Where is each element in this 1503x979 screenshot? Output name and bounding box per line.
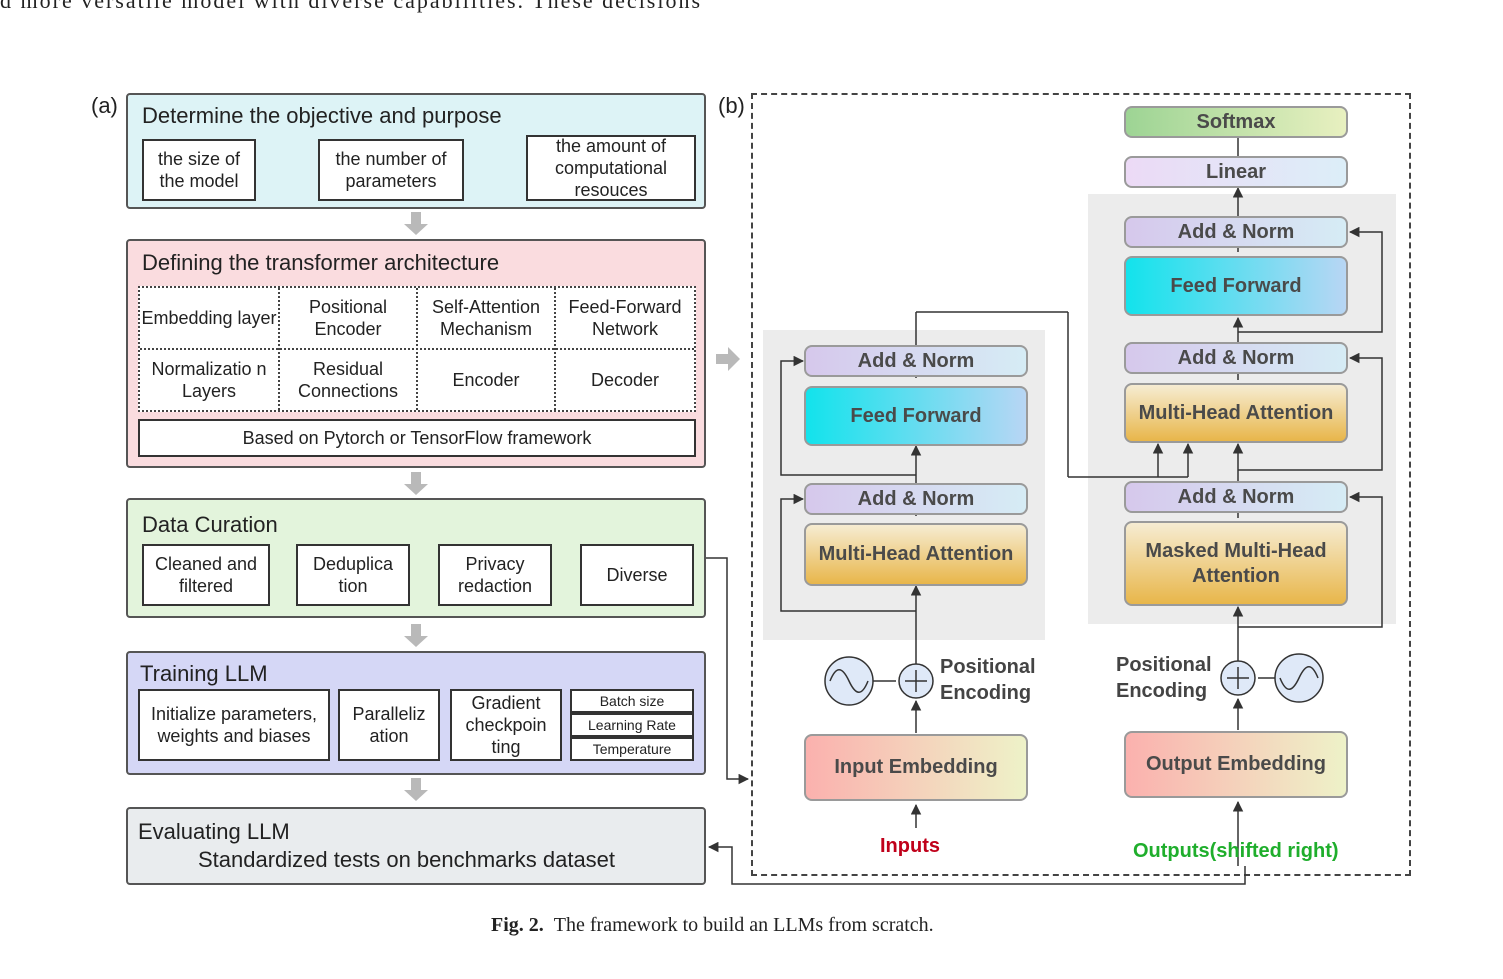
grid-cell-embedding: Embedding layer — [141, 308, 277, 328]
stage-data-curation-title: Data Curation — [142, 512, 278, 537]
encoder-input-embedding: Input Embedding — [804, 734, 1028, 801]
decoder-softmax: Softmax — [1124, 106, 1348, 138]
stage-objective: Determine the objective and purpose the … — [126, 93, 706, 209]
hyperparam-temperature: Temperature — [570, 737, 694, 761]
curation-item-privacy: Privacy redaction — [438, 544, 552, 606]
decoder-masked-multi-head-attention: Masked Multi-Head Attention — [1124, 521, 1348, 606]
grid-cell-residual: Residual Connections — [297, 359, 399, 401]
grid-divider — [140, 348, 694, 350]
decoder-add-icon — [1220, 660, 1256, 696]
figure-caption-label: Fig. 2. — [491, 914, 544, 936]
decoder-linear: Linear — [1124, 156, 1348, 188]
stage-evaluating-title: Evaluating LLM — [138, 819, 290, 844]
grid-cell-decoder: Decoder — [590, 370, 660, 390]
hyperparam-batch-size: Batch size — [570, 689, 694, 713]
training-item-initialize: Initialize parameters, weights and biase… — [138, 689, 330, 761]
curation-item-deduplication: Deduplica tion — [296, 544, 410, 606]
decoder-multi-head-attention: Multi-Head Attention — [1124, 383, 1348, 443]
objective-item-parameters: the number of parameters — [318, 139, 464, 201]
outputs-label: Outputs(shifted right) — [1133, 840, 1339, 862]
decoder-sine-icon — [1274, 653, 1324, 703]
stage-down-arrows — [404, 212, 740, 801]
objective-item-model-size: the size of the model — [142, 139, 256, 201]
encoder-positional-encoding-label: Positional Encoding — [940, 656, 1036, 704]
panel-a-label: (a) — [91, 93, 118, 118]
curation-item-cleaned: Cleaned and filtered — [142, 544, 270, 606]
encoder-feed-forward: Feed Forward — [804, 386, 1028, 446]
hyperparam-learning-rate: Learning Rate — [570, 713, 694, 737]
stage-data-curation: Data Curation Cleaned and filtered Dedup… — [126, 498, 706, 618]
transformer-panel — [751, 93, 1411, 876]
framework-box: Based on Pytorch or TensorFlow framework — [138, 419, 696, 457]
decoder-add-norm-bottom: Add & Norm — [1124, 481, 1348, 513]
grid-cell-feed-forward: Feed-Forward Network — [568, 297, 682, 339]
curation-item-diverse: Diverse — [580, 544, 694, 606]
objective-item-resources: the amount of computational resouces — [526, 135, 696, 201]
grid-cell-normalization: Normalizatio n Layers — [151, 359, 267, 401]
stage-architecture-title: Defining the transformer architecture — [142, 250, 500, 275]
decoder-feed-forward: Feed Forward — [1124, 256, 1348, 316]
stage-training-title: Training LLM — [140, 661, 268, 686]
decoder-output-embedding: Output Embedding — [1124, 731, 1348, 798]
decoder-add-norm-top: Add & Norm — [1124, 216, 1348, 248]
stage-evaluating-subtitle: Standardized tests on benchmarks dataset — [198, 847, 616, 872]
stage-objective-title: Determine the objective and purpose — [142, 103, 502, 128]
architecture-grid: Embedding layer Positional Encoder Self-… — [138, 286, 696, 412]
stage-evaluating: Evaluating LLM Standardized tests on ben… — [126, 807, 706, 885]
decoder-positional-encoding-label: Positional Encoding — [1116, 654, 1212, 702]
grid-cell-positional: Positional Encoder — [308, 297, 388, 339]
encoder-multi-head-attention: Multi-Head Attention — [804, 523, 1028, 586]
stage-architecture: Defining the transformer architecture Em… — [126, 239, 706, 468]
grid-cell-self-attention: Self-Attention Mechanism — [431, 297, 541, 339]
grid-cell-encoder: Encoder — [452, 370, 520, 390]
encoder-add-norm-bottom: Add & Norm — [804, 483, 1028, 515]
figure-caption-text: The framework to build an LLMs from scra… — [553, 914, 934, 936]
training-item-gradient-checkpointing: Gradient checkpoin ting — [450, 689, 562, 761]
figure-caption: Fig. 2. The framework to build an LLMs f… — [491, 914, 934, 937]
encoder-add-norm-top: Add & Norm — [804, 345, 1028, 377]
encoder-sine-icon — [824, 656, 874, 706]
preceding-text-line: d more versatile model with diverse capa… — [0, 0, 703, 13]
panel-b-label: (b) — [718, 93, 745, 118]
stage-training: Training LLM Initialize parameters, weig… — [126, 651, 706, 775]
decoder-add-norm-middle: Add & Norm — [1124, 342, 1348, 374]
inputs-label: Inputs — [880, 835, 940, 857]
training-item-parallelization: Paralleliz ation — [338, 689, 440, 761]
encoder-add-icon — [898, 663, 934, 699]
